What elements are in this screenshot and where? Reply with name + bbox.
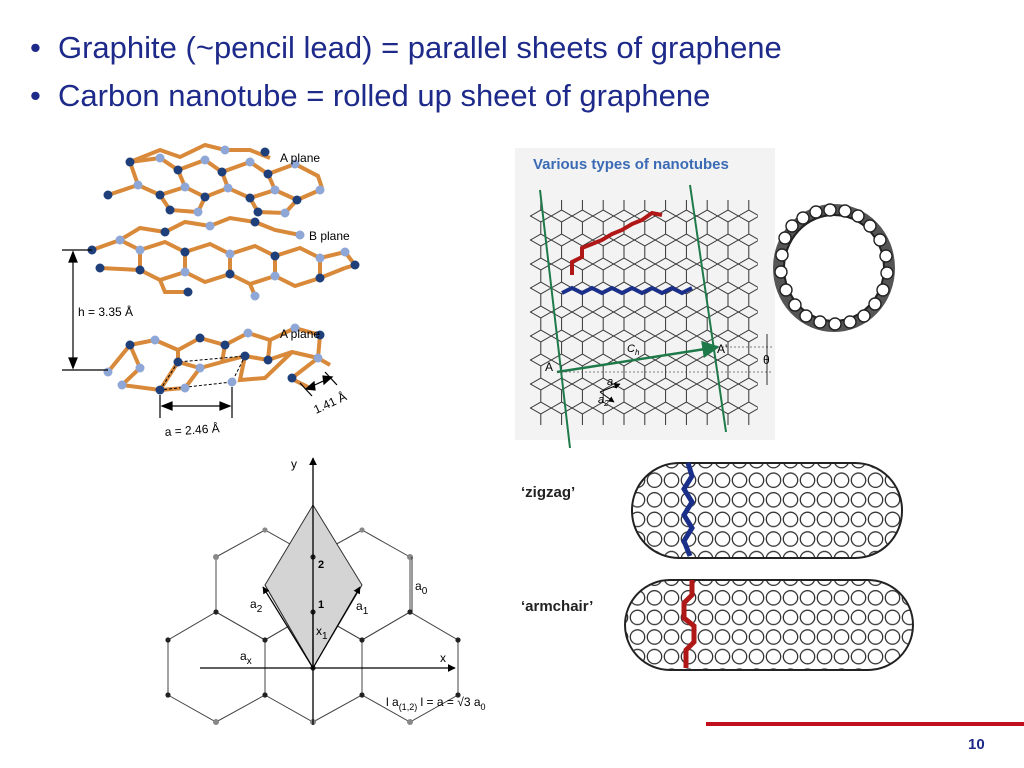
nanotube-figure: Various types of nanotubes A A' θ Ch a1 … xyxy=(515,148,775,449)
bullet-list: • Graphite (~pencil lead) = parallel shee… xyxy=(30,24,782,120)
site-1-label: 1 xyxy=(318,599,324,611)
bullet-icon: • xyxy=(30,30,41,65)
lattice-formula: l a(1,2) l = a = √3 a0 xyxy=(386,695,486,712)
bullet-item: • Graphite (~pencil lead) = parallel shee… xyxy=(30,24,782,72)
bond-label: 1.41 Å xyxy=(311,388,349,416)
plane-label-bottom: A plane xyxy=(280,327,320,341)
a1-label: a1 xyxy=(356,599,369,617)
ch-label: Ch xyxy=(627,343,640,357)
bond-dimension xyxy=(299,371,338,397)
point-a-prime-label: A' xyxy=(717,342,727,356)
theta-label: θ xyxy=(763,353,770,367)
basis-a1-label: a1 xyxy=(607,376,618,390)
blue-chain xyxy=(561,285,693,296)
nanotube-title: Various types of nanotubes xyxy=(533,156,729,173)
zigzag-tube: ‘zigzag’ xyxy=(521,462,903,559)
point-a-label: A xyxy=(545,360,553,374)
bullet-text: Graphite (~pencil lead) = parallel sheet… xyxy=(58,30,782,65)
armchair-label: ‘armchair’ xyxy=(521,598,593,615)
bullet-item: • Carbon nanotube = rolled up sheet of gr… xyxy=(30,72,782,120)
lattice-label: a = 2.46 Å xyxy=(164,420,220,439)
bullet-text: Carbon nanotube = rolled up sheet of gra… xyxy=(58,78,711,113)
lattice-figure: y x a0 a2 a1 x1 ax 1 2 l a(1,2) l = a = … xyxy=(165,457,486,725)
zigzag-label: ‘zigzag’ xyxy=(521,484,575,501)
lattice-dimension xyxy=(159,387,233,418)
height-label: h = 3.35 Å xyxy=(78,304,133,319)
footer-accent-bar xyxy=(706,722,1024,726)
height-dimension xyxy=(62,249,108,371)
x1-label: x1 xyxy=(316,624,328,642)
plane-label-middle: B plane xyxy=(309,229,350,243)
site-2-label: 2 xyxy=(318,559,324,571)
a2-label: a2 xyxy=(250,597,263,615)
red-chain xyxy=(570,210,663,275)
bullet-icon: • xyxy=(30,78,41,113)
ax-label: ax xyxy=(240,649,252,667)
a0-label: a0 xyxy=(415,579,428,597)
plane-label-top: A plane xyxy=(280,151,320,165)
graphite-figure: A plane B plane A plane h = 3.35 Å 1.41 … xyxy=(62,142,360,439)
page-number: 10 xyxy=(968,736,985,753)
armchair-tube: ‘armchair’ xyxy=(521,579,914,671)
nanotube-ring xyxy=(773,203,895,332)
basis-a2-label: a2 xyxy=(598,394,609,408)
graphene-layer-top xyxy=(107,142,324,216)
axis-x-label: x xyxy=(440,651,446,665)
axis-y-label: y xyxy=(291,457,297,471)
